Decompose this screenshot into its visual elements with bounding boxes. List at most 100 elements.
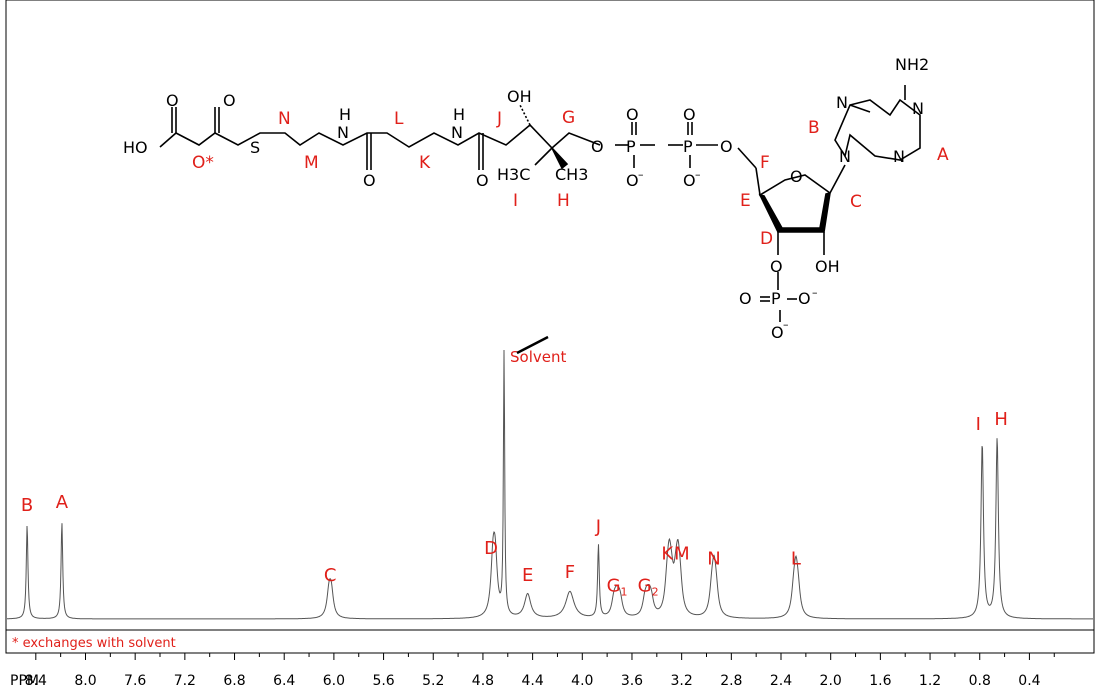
ribose-top: [755, 167, 831, 197]
pos-label-m: M: [304, 153, 319, 173]
atom-n2: N: [451, 123, 463, 142]
molecule-position-labels: A B C D E F G H I J K L M N O*: [192, 108, 949, 249]
x-tick-label: 3.6: [621, 673, 643, 689]
x-tick-label: 6.0: [323, 673, 345, 689]
atom-h3c: H3C: [497, 165, 530, 184]
peak-label-k: K: [661, 543, 674, 564]
atom-n9: N: [839, 147, 851, 166]
x-tick-label: 6.4: [273, 673, 295, 689]
atom-ch3: CH3: [555, 165, 588, 184]
peak-label-a: A: [56, 492, 69, 513]
pos-label-g: G: [562, 108, 575, 128]
atom-charge1: –: [638, 168, 644, 181]
peak-label-n: N: [707, 549, 720, 570]
x-tick-label: 4.8: [472, 673, 494, 689]
peak-label-l: L: [791, 549, 801, 570]
purine-inner: [849, 104, 871, 113]
x-tick-label: 2.4: [770, 673, 792, 689]
x-tick-label: 8.0: [74, 673, 96, 689]
atom-o8: O: [683, 105, 696, 124]
bond-c1-n9: [829, 164, 846, 194]
atom-o10: O: [720, 137, 733, 156]
pos-label-d: D: [760, 229, 773, 249]
atom-n1a: N: [912, 99, 924, 118]
bond-me1: [534, 147, 553, 166]
pos-label-c: C: [850, 192, 862, 212]
spectrum-line: [7, 349, 1093, 620]
x-tick-label: 4.4: [521, 673, 543, 689]
atom-n3: N: [893, 147, 905, 166]
pos-label-h: H: [557, 191, 570, 211]
x-tick-label: 2.8: [720, 673, 742, 689]
atom-o-ring: O: [790, 167, 803, 186]
x-tick-label: 5.6: [372, 673, 394, 689]
peak-label-f: F: [565, 562, 575, 583]
solvent-label: Solvent: [510, 348, 566, 366]
x-axis-label: PPM: [10, 673, 39, 689]
bond-o-c5: [737, 147, 757, 169]
x-tick-label: 7.6: [124, 673, 146, 689]
pos-label-n: N: [278, 109, 291, 129]
peak-label-b: B: [21, 495, 33, 516]
atom-o3: O: [363, 171, 376, 190]
peak-label-g2: G2: [638, 576, 659, 599]
molecule-structure: [159, 85, 921, 322]
x-tick-label: 3.2: [671, 673, 693, 689]
atom-ho: HO: [123, 138, 148, 157]
atom-charge3: –: [812, 286, 818, 299]
atom-charge2: –: [695, 168, 701, 181]
atom-h1: H: [339, 105, 351, 124]
pos-label-b: B: [808, 118, 820, 138]
atom-oh2: OH: [815, 257, 840, 276]
x-tick-label: 0.4: [1018, 673, 1040, 689]
atom-p3: P: [771, 289, 781, 308]
atom-nh2: NH2: [895, 55, 929, 74]
pos-label-j: J: [496, 109, 502, 129]
atom-o2: O: [223, 91, 236, 110]
solvent-break-mark: [516, 335, 549, 355]
atom-p2: P: [683, 137, 693, 156]
atom-o1: O: [166, 91, 179, 110]
atom-o6: O: [626, 105, 639, 124]
pos-label-a: A: [937, 145, 949, 165]
atom-n7: N: [836, 93, 848, 112]
atom-h2: H: [453, 105, 465, 124]
pos-label-f: F: [760, 153, 770, 173]
pos-label-i: I: [513, 191, 518, 211]
peak-label-j: J: [595, 516, 601, 537]
x-tick-label: 5.2: [422, 673, 444, 689]
atom-o12: O: [739, 289, 752, 308]
atom-n1: N: [337, 123, 349, 142]
chain-bonds: [159, 123, 601, 150]
x-axis-ticks: 8.4 8.0 7.6 7.2 6.8 6.4 6.0 5.6 5.2 4.8 4.4 4.0 3.6 3…: [25, 653, 1055, 689]
x-tick-label: 2.0: [820, 673, 842, 689]
x-tick-label: 0.8: [969, 673, 991, 689]
x-tick-label: 6.8: [223, 673, 245, 689]
x-tick-label: 8.4: [25, 673, 47, 689]
atom-o11: O: [770, 257, 783, 276]
x-tick-label: 1.6: [869, 673, 891, 689]
atom-s: S: [250, 138, 260, 157]
pos-label-e: E: [740, 191, 751, 211]
peak-label-e: E: [522, 565, 533, 586]
atom-o4: O: [476, 171, 489, 190]
peak-label-m: M: [674, 543, 690, 564]
atom-o14: O: [771, 323, 784, 342]
atom-o13: O: [798, 289, 811, 308]
atom-oh1: OH: [507, 87, 532, 106]
atom-o7: O: [626, 171, 639, 190]
bond-oh: [519, 104, 531, 126]
x-tick-label: 1.2: [919, 673, 941, 689]
purine-ring: [834, 98, 921, 161]
x-tick-label: 7.2: [174, 673, 196, 689]
atom-charge4: –: [783, 318, 789, 331]
peak-label-i: I: [976, 414, 981, 435]
x-tick-label: 4.0: [571, 673, 593, 689]
peak-label-c: C: [324, 565, 337, 586]
footnote: * exchanges with solvent: [12, 636, 176, 651]
peak-label-g1: G1: [607, 576, 628, 599]
atom-o5: O: [591, 137, 604, 156]
